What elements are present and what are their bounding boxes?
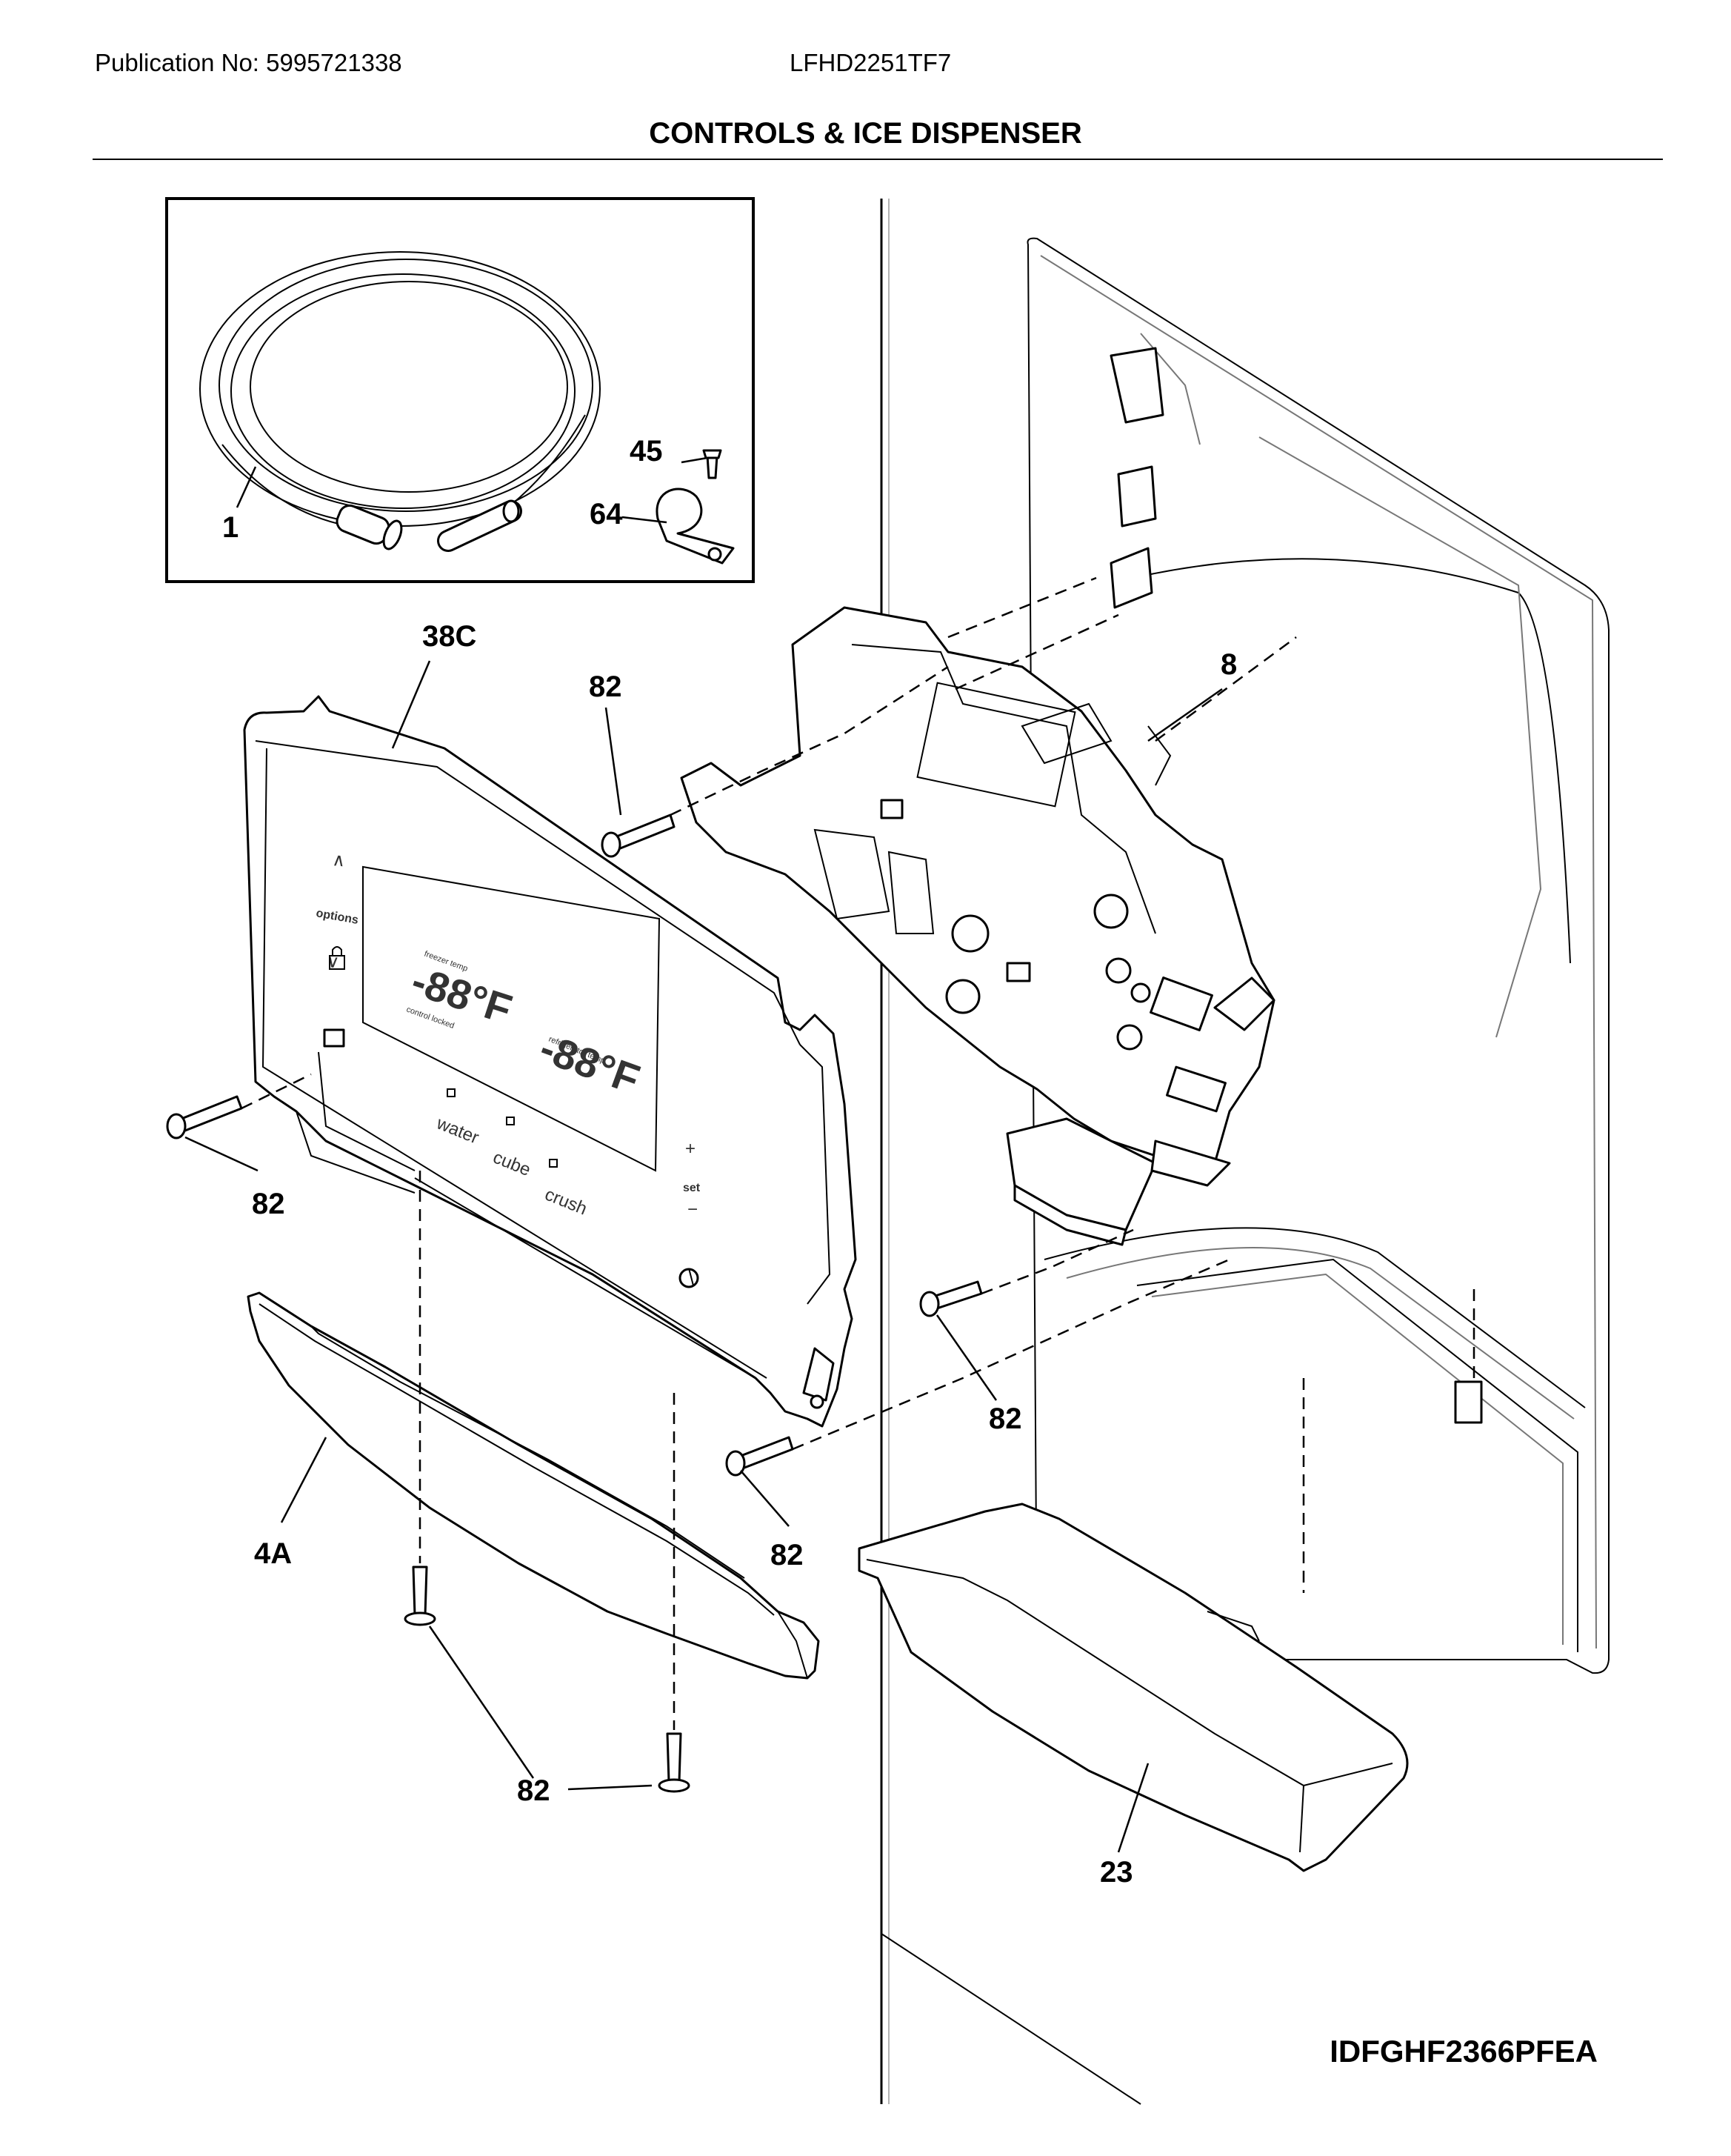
plus-button-label: + [685,1139,696,1159]
callout-23: 23 [1100,1856,1133,1889]
callout-leaders [184,456,1223,1853]
page-title: CONTROLS & ICE DISPENSER [649,117,1082,150]
dispenser-housing [680,606,1275,1246]
screw-middle [725,1436,794,1477]
control-panel-assembly: ∧ options ∨ freezer temp -88°F control l… [243,695,857,1428]
cabinet-divider [880,199,1141,2105]
diagram-id: IDFGHF2366PFEA [1330,2034,1598,2069]
callout-8: 8 [1221,648,1237,681]
screw-top [601,814,676,858]
callout-82-top: 82 [589,671,622,703]
callout-45: 45 [630,435,663,468]
set-button-label: set [683,1182,701,1194]
screw-right [919,1280,983,1317]
header-divider [93,159,1663,160]
callout-82-middle: 82 [770,1539,804,1571]
screw-left [166,1095,243,1139]
callout-82-left: 82 [252,1188,285,1220]
dispenser-trim [247,1291,820,1680]
callout-38C: 38C [422,620,476,653]
model-number: LFHD2251TF7 [790,49,952,76]
tube-clamp [656,488,735,565]
options-up-arrow: ∧ [331,850,346,871]
water-tube-kit-box [165,197,755,583]
screw-trim-left [404,1566,436,1626]
water-tube-coil [199,251,601,552]
alignment-lines [241,576,1475,1730]
dispenser-paddle [1006,1117,1157,1246]
callout-82-bottom: 82 [517,1774,550,1807]
lock-icon [329,946,345,970]
lcd-display-area [362,865,661,1172]
drip-tray [858,1503,1409,1872]
publication-number: Publication No: 5995721338 [95,49,402,76]
callout-64: 64 [590,498,623,530]
clamp-screw [702,449,722,479]
callout-82-right: 82 [989,1403,1022,1435]
minus-button-label: − [687,1200,698,1220]
dispenser-cavity [1027,237,1610,1674]
callout-4A: 4A [254,1537,292,1570]
callout-1: 1 [222,511,239,544]
tube-fitting-end [336,504,403,550]
screw-trim-right [658,1732,690,1793]
tube-open-end [437,499,522,552]
